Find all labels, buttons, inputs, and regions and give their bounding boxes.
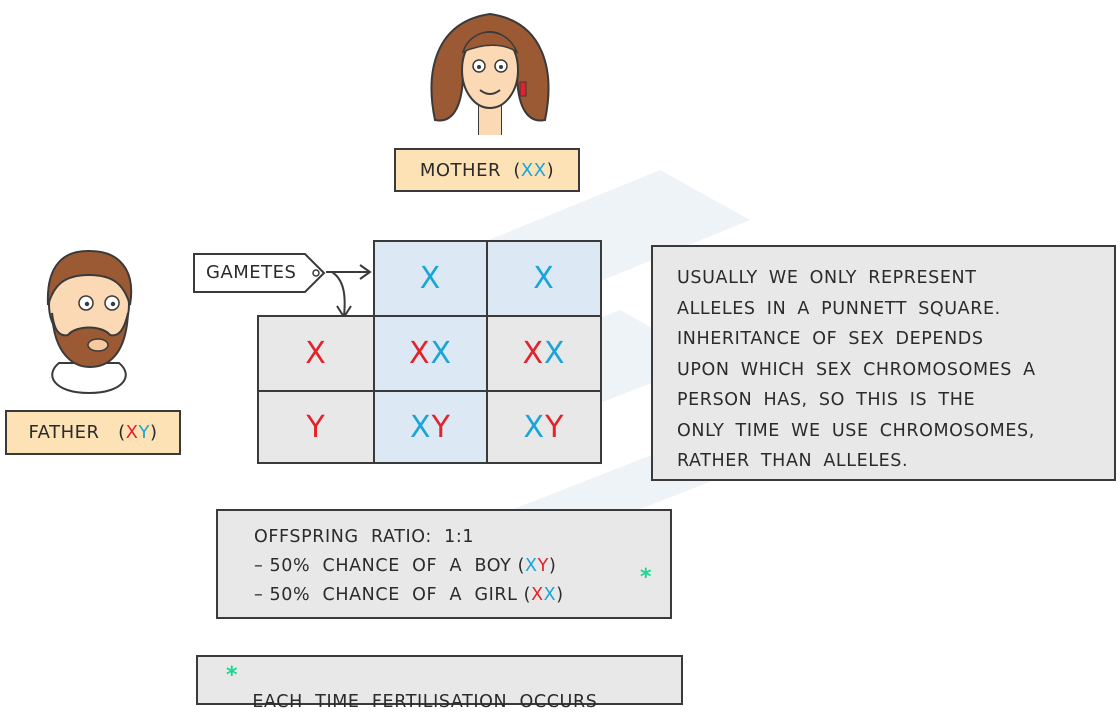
gene-letter: Y: [431, 409, 451, 445]
mother-gamete-cell-1: X: [373, 240, 488, 317]
mother-gamete-1: X: [420, 261, 442, 296]
footnote-star: *: [226, 663, 239, 688]
gene-letter: X: [531, 585, 544, 605]
gametes-label: GAMETES: [206, 262, 297, 283]
gene-letter: Y: [138, 422, 151, 443]
gene-letter: X: [410, 409, 432, 445]
father-label: FATHER (XY): [5, 410, 181, 455]
father-gamete-2: Y: [306, 410, 325, 445]
father-gamete-cell-2: Y: [257, 390, 375, 464]
ratio-girl-genotype: XX: [531, 585, 556, 605]
explanation-line: ALLELES IN A PUNNETT SQUARE.: [677, 298, 1001, 319]
father-gamete-cell-1: X: [257, 315, 375, 392]
ratio-boy-text: – 50% CHANCE OF A BOY: [254, 556, 518, 576]
offspring-ratio-box: OFFSPRING RATIO: 1:1 – 50% CHANCE OF A B…: [216, 509, 672, 619]
mother-label-text: MOTHER: [419, 159, 501, 181]
explanation-line: ONLY TIME WE USE CHROMOSOMES,: [677, 420, 1035, 441]
gene-letter: X: [525, 556, 538, 576]
footnote-box: * EACH TIME FERTILISATION OCCURS: [196, 655, 683, 712]
mother-portrait-icon: [430, 12, 550, 135]
offspring-cell-1-1: XX: [373, 315, 488, 392]
offspring-cell-2-1: XY: [373, 390, 488, 464]
gene-letter: X: [125, 422, 139, 443]
mother-label: MOTHER (XX): [394, 148, 580, 192]
gene-letter: X: [408, 336, 431, 371]
gene-letter: X: [543, 585, 557, 605]
gene-letter: X: [430, 336, 453, 371]
offspring-cell-1-2: XX: [486, 315, 602, 392]
gametes-tag-icon: [193, 253, 326, 293]
offspring-genotype-2-1: XY: [410, 410, 451, 445]
explanation-note: USUALLY WE ONLY REPRESENT ALLELES IN A P…: [651, 245, 1116, 481]
mother-gamete-2: X: [533, 261, 555, 296]
offspring-genotype-1-1: XX: [409, 336, 452, 371]
mother-genotype: XX: [521, 160, 547, 181]
father-genotype: XY: [126, 422, 150, 443]
father-portrait-icon: [46, 249, 133, 395]
explanation-line: USUALLY WE ONLY REPRESENT: [677, 268, 977, 288]
explanation-line: PERSON HAS, SO THIS IS THE: [677, 390, 976, 410]
gene-letter: X: [419, 261, 442, 296]
gene-letter: X: [522, 336, 544, 371]
explanation-line: RATHER THAN ALLELES.: [677, 451, 909, 471]
footnote-text: EACH TIME FERTILISATION OCCURS: [252, 692, 598, 712]
gene-letter: Y: [537, 556, 549, 576]
explanation-line: UPON WHICH SEX CHROMOSOMES A: [677, 359, 1036, 380]
mother-gamete-cell-2: X: [486, 240, 602, 317]
offspring-genotype-2-2: XY: [524, 410, 565, 445]
explanation-line: INHERITANCE OF SEX DEPENDS: [677, 329, 984, 349]
offspring-cell-2-2: XY: [486, 390, 602, 464]
gene-letter: X: [523, 409, 546, 445]
gene-letter: X: [533, 159, 547, 181]
ratio-title: OFFSPRING RATIO: 1:1: [254, 527, 475, 547]
arrow-down-icon: [331, 271, 352, 319]
ratio-boy-genotype: XY: [525, 556, 549, 576]
ratio-girl-text: – 50% CHANCE OF A GIRL: [254, 585, 524, 605]
father-gamete-1: X: [305, 336, 327, 371]
ratio-girl-line: – 50% CHANCE OF A GIRL (XX): [254, 585, 564, 605]
ratio-star: *: [640, 565, 653, 590]
gene-letter: Y: [306, 409, 326, 445]
gene-letter: X: [305, 336, 327, 371]
father-label-text: FATHER: [28, 422, 100, 443]
gene-letter: X: [520, 159, 534, 181]
gene-letter: X: [544, 336, 566, 371]
ratio-boy-line: – 50% CHANCE OF A BOY (XY): [254, 556, 557, 576]
offspring-genotype-1-2: XX: [522, 336, 565, 371]
gene-letter: X: [533, 261, 555, 296]
gene-letter: Y: [545, 409, 565, 445]
